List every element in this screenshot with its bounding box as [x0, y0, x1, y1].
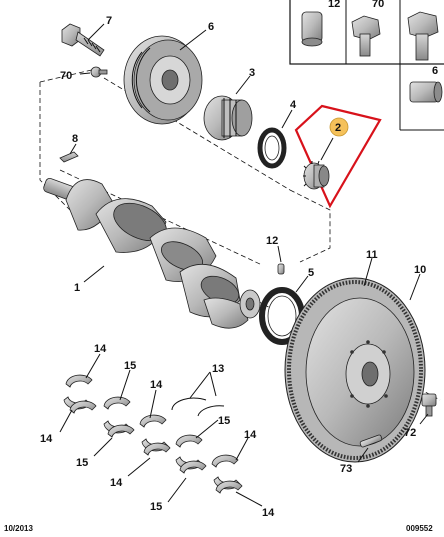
callout-6: 6 — [208, 21, 214, 33]
inset-stud-12 — [301, 11, 323, 47]
dowel-pin — [277, 263, 285, 275]
pulley-screw — [90, 66, 108, 78]
crankshaft — [43, 178, 261, 329]
crankshaft-pulley-bolt — [61, 23, 105, 57]
inset-bolt-70 — [351, 15, 381, 57]
footer-date: 10/2013 — [4, 524, 33, 532]
inset-label-12: 12 — [328, 0, 340, 10]
bearing-leader-lines — [59, 353, 263, 507]
callout-5: 5 — [308, 267, 314, 279]
inset-label-70: 70 — [372, 0, 384, 10]
callout-7: 7 — [106, 15, 112, 27]
callout-14-c: 14 — [150, 379, 163, 391]
callout-15-d: 15 — [150, 501, 162, 513]
callout-15-c: 15 — [218, 415, 230, 427]
callout-10: 10 — [414, 264, 426, 276]
callout-11: 11 — [366, 249, 378, 261]
callout-2[interactable]: 2 — [335, 122, 341, 134]
inset-stud-lower — [409, 81, 443, 103]
footer-code: 009552 — [406, 524, 433, 532]
inset-label-6: 6 — [432, 65, 438, 77]
flywheel — [284, 277, 426, 463]
flywheel-bolt — [421, 393, 437, 417]
callout-14-e: 14 — [244, 429, 257, 441]
callout-14-f: 14 — [262, 507, 275, 519]
callout-70: 70 — [60, 70, 72, 82]
callout-labels: 7 6 70 3 4 2 8 1 12 5 11 10 14 15 14 14 … — [40, 15, 426, 519]
detail-inset: 12 70 6 7 — [289, 0, 444, 131]
highlighted-sprocket[interactable] — [294, 104, 382, 209]
inset-bolt-7 — [407, 11, 439, 61]
callout-4: 4 — [290, 99, 297, 111]
callout-14-b: 14 — [40, 433, 53, 445]
woodruff-key — [59, 151, 79, 163]
front-oil-seal — [257, 127, 287, 169]
callout-3: 3 — [249, 67, 255, 79]
callout-73: 73 — [340, 463, 352, 475]
callout-14-a: 14 — [94, 343, 107, 355]
callout-8: 8 — [72, 133, 78, 145]
crankshaft-pulley — [123, 35, 203, 125]
callout-72: 72 — [404, 427, 416, 439]
timing-sprocket-hub — [203, 95, 253, 141]
callout-1: 1 — [74, 282, 80, 294]
callout-15-a: 15 — [124, 360, 136, 372]
callout-12: 12 — [266, 235, 278, 247]
flywheel-dowel — [359, 434, 383, 448]
main-bearing-shells — [63, 374, 243, 494]
footer: 10/2013 009552 — [4, 524, 433, 533]
callout-14-d: 14 — [110, 477, 123, 489]
callout-15-b: 15 — [76, 457, 88, 469]
callout-13: 13 — [212, 363, 224, 375]
